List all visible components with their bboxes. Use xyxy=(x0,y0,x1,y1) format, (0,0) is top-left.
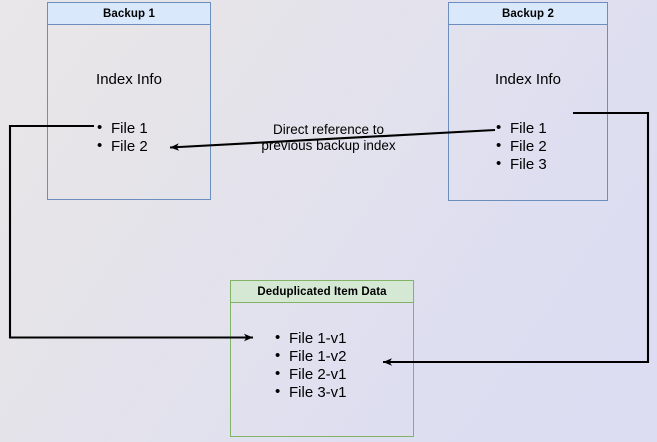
dedup-body: File 1-v1 File 1-v2 File 2-v1 File 3-v1 xyxy=(231,303,413,436)
dedup-header: Deduplicated Item Data xyxy=(231,281,413,303)
deduplicated-item-data-box[interactable]: Deduplicated Item Data File 1-v1 File 1-… xyxy=(230,280,414,437)
list-item: File 2-v1 xyxy=(275,365,347,384)
list-item: File 1-v2 xyxy=(275,347,347,366)
list-item: File 1-v1 xyxy=(275,329,347,348)
dedup-file-list: File 1-v1 File 1-v2 File 2-v1 File 3-v1 xyxy=(275,329,347,402)
backup2-file-list: File 1 File 2 File 3 xyxy=(496,119,547,174)
backup2-header: Backup 2 xyxy=(449,3,607,25)
backup2-box[interactable]: Backup 2 Index Info File 1 File 2 File 3 xyxy=(448,2,608,201)
backup1-index-info-label: Index Info xyxy=(96,71,162,88)
backup2-body: Index Info File 1 File 2 File 3 xyxy=(449,25,607,200)
direct-reference-line-1: Direct reference to xyxy=(272,122,385,137)
list-item: File 3 xyxy=(496,155,547,174)
backup2-index-info-label: Index Info xyxy=(495,71,561,88)
backup1-body: Index Info File 1 File 2 xyxy=(48,25,210,199)
backup1-file-list: File 1 File 2 xyxy=(97,119,148,156)
list-item: File 1 xyxy=(97,119,148,138)
list-item: File 2 xyxy=(97,137,148,156)
list-item: File 1 xyxy=(496,119,547,138)
list-item: File 3-v1 xyxy=(275,383,347,402)
direct-reference-line-2: previous backup index xyxy=(261,138,396,153)
backup1-header: Backup 1 xyxy=(48,3,210,25)
direct-reference-annotation: Direct reference to previous backup inde… xyxy=(246,122,411,154)
list-item: File 2 xyxy=(496,137,547,156)
backup1-box[interactable]: Backup 1 Index Info File 1 File 2 xyxy=(47,2,211,200)
